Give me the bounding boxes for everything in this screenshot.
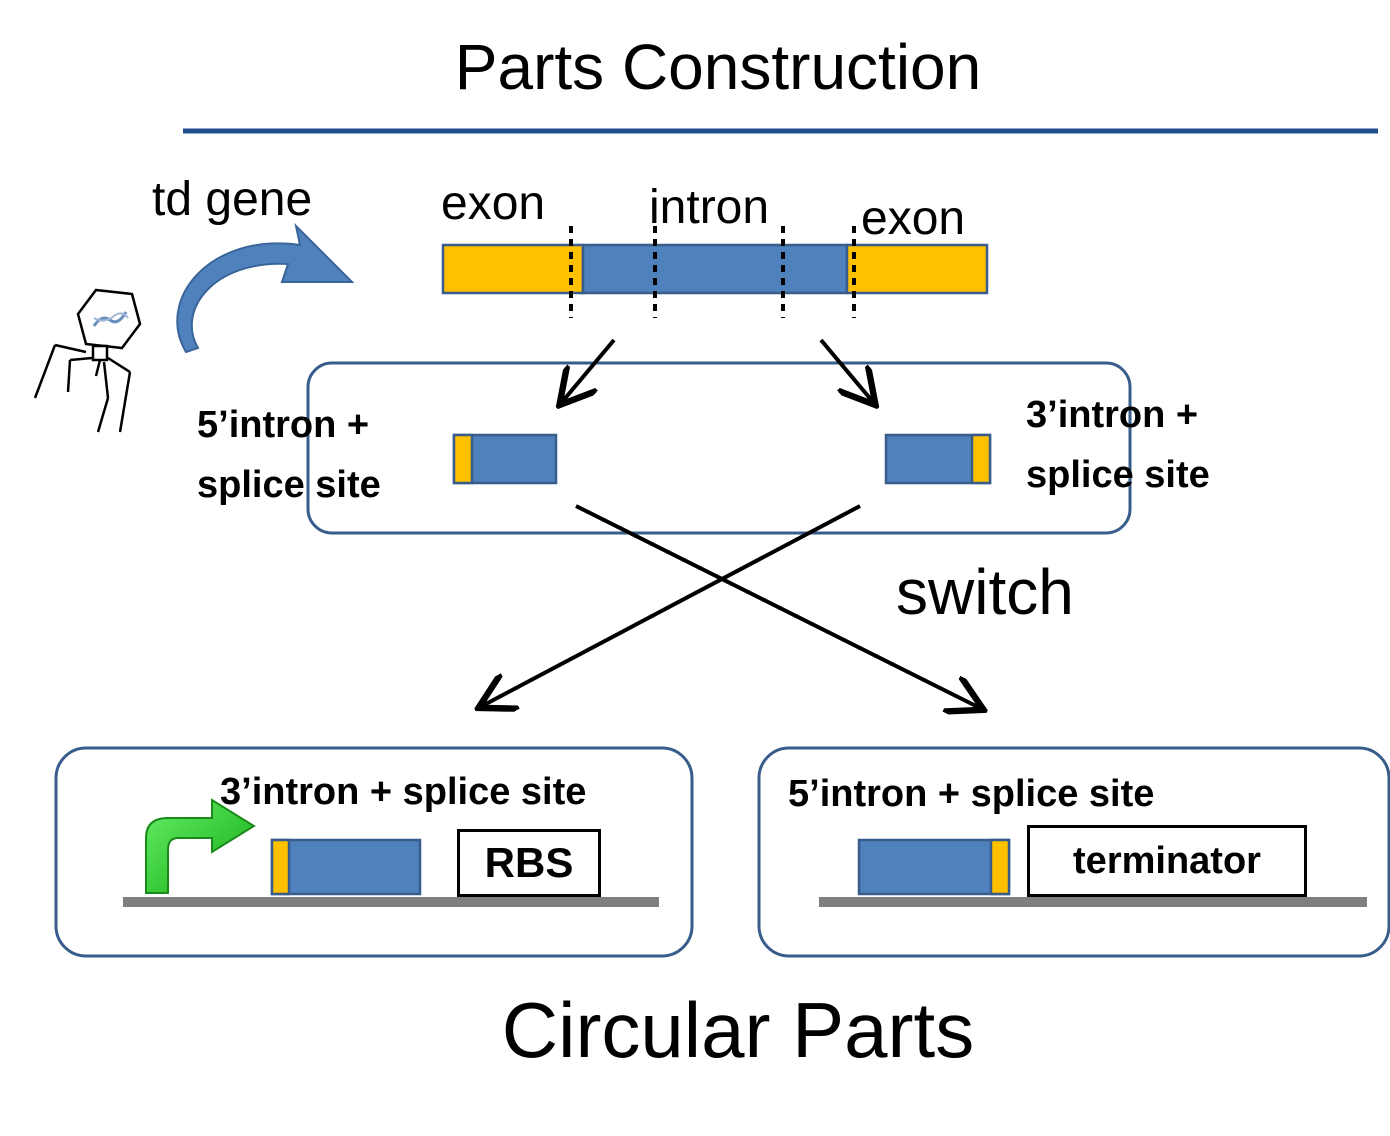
middle-left-label: 5’intron + splice site bbox=[197, 395, 381, 515]
switch-arrow-right-to-left bbox=[482, 504, 861, 706]
gene-label: td gene bbox=[152, 173, 313, 226]
backbone-left bbox=[123, 897, 659, 907]
middle-left-label-line2: splice site bbox=[197, 464, 381, 506]
switch-label: switch bbox=[896, 556, 1074, 628]
exon-right-segment bbox=[845, 243, 989, 295]
exon-left-segment bbox=[441, 243, 585, 295]
middle-parts-box bbox=[306, 361, 1132, 535]
backbone-right bbox=[819, 897, 1367, 907]
intron-segment bbox=[581, 243, 849, 295]
bottom-left-label: 3’intron + splice site bbox=[220, 771, 587, 813]
promoter-arrow-icon bbox=[145, 798, 256, 894]
middle-right-label: 3’intron + splice site bbox=[1026, 385, 1210, 505]
part-3prime-intron bbox=[884, 433, 992, 485]
part-bottom-right bbox=[857, 838, 1011, 896]
part-bottom-left bbox=[270, 838, 422, 896]
footer-title: Circular Parts bbox=[501, 986, 975, 1074]
phage-icon bbox=[33, 288, 142, 433]
middle-right-label-line2: splice site bbox=[1026, 454, 1210, 496]
switch-arrow-left-to-right bbox=[575, 504, 980, 708]
middle-right-label-line1: 3’intron + bbox=[1026, 394, 1199, 436]
terminator-box: terminator bbox=[1027, 825, 1307, 897]
bottom-left-box bbox=[54, 746, 694, 958]
curved-arrow-icon bbox=[176, 222, 355, 354]
rbs-box: RBS bbox=[457, 829, 601, 897]
cut-lines bbox=[569, 226, 856, 318]
arrow-to-3prime bbox=[819, 338, 873, 402]
exon-right-label: exon bbox=[861, 192, 966, 245]
bottom-right-label: 5’intron + splice site bbox=[788, 773, 1155, 815]
intron-label: intron bbox=[649, 181, 770, 234]
part-5prime-intron bbox=[452, 433, 558, 485]
td-gene-bar bbox=[441, 243, 989, 295]
middle-left-label-line1: 5’intron + bbox=[197, 404, 370, 446]
exon-left-label: exon bbox=[441, 177, 546, 230]
arrow-to-5prime bbox=[562, 338, 616, 402]
page-title: Parts Construction bbox=[454, 31, 982, 103]
bottom-right-box bbox=[757, 746, 1390, 958]
